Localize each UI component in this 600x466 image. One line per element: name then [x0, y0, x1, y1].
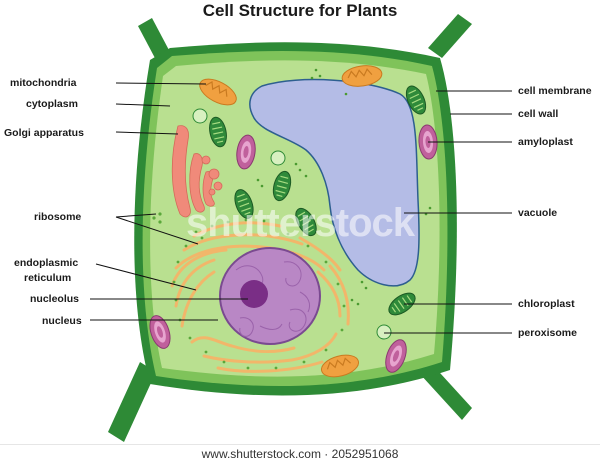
- chloroplast-group: [209, 85, 427, 316]
- er-ribosome-dots: [152, 212, 346, 370]
- watermark: shutterstock: [186, 201, 416, 245]
- chloroplast: [405, 85, 427, 115]
- mitochondria-group: [199, 65, 383, 378]
- amyloplast: [236, 134, 256, 170]
- leader-lines: [90, 82, 512, 334]
- chloroplast: [295, 207, 317, 237]
- peroxisome: [376, 324, 392, 340]
- cell-wall-corners: [108, 14, 472, 442]
- label-ribosome: ribosome: [34, 211, 81, 223]
- golgi-apparatus: [171, 125, 223, 218]
- peroxisome-group: [192, 108, 392, 340]
- label-nucleolus: nucleolus: [30, 293, 79, 305]
- footer-bar: [0, 444, 600, 466]
- chloroplast: [234, 189, 254, 219]
- amyloplast: [385, 339, 407, 373]
- amyloplast: [149, 315, 171, 349]
- label-cell-wall: cell wall: [518, 108, 558, 120]
- mitochondrion: [199, 78, 237, 106]
- chloroplast: [209, 116, 227, 148]
- vacuole: [249, 78, 420, 287]
- label-amyloplast: amyloplast: [518, 136, 573, 148]
- label-cell-membrane: cell membrane: [518, 85, 592, 97]
- labels: mitochondria cytoplasm Golgi apparatus r…: [4, 77, 592, 339]
- label-peroxisome: peroxisome: [518, 327, 577, 339]
- label-endoplasmic: endoplasmic: [14, 257, 78, 269]
- label-mitochondria: mitochondria: [10, 77, 77, 89]
- label-nucleus: nucleus: [42, 315, 82, 327]
- endoplasmic-reticulum: [170, 221, 350, 373]
- vesicle: [192, 108, 208, 124]
- label-chloroplast: chloroplast: [518, 298, 575, 310]
- chloroplast: [272, 170, 292, 202]
- label-cytoplasm: cytoplasm: [26, 98, 78, 110]
- nucleolus: [240, 280, 268, 308]
- chloroplast: [388, 292, 416, 316]
- nucleus: [219, 247, 321, 345]
- vesicle: [270, 150, 286, 166]
- mitochondrion: [341, 65, 383, 87]
- amyloplast-group: [149, 124, 438, 373]
- label-reticulum: reticulum: [24, 272, 71, 284]
- label-vacuole: vacuole: [518, 207, 557, 219]
- footer-credit: www.shutterstock.com · 2052951068: [201, 447, 399, 461]
- label-golgi-apparatus: Golgi apparatus: [4, 127, 84, 139]
- chromatin: [235, 261, 311, 337]
- diagram-title: Cell Structure for Plants: [202, 1, 398, 20]
- mitochondrion: [320, 354, 360, 378]
- ribosome-dots: [256, 68, 432, 306]
